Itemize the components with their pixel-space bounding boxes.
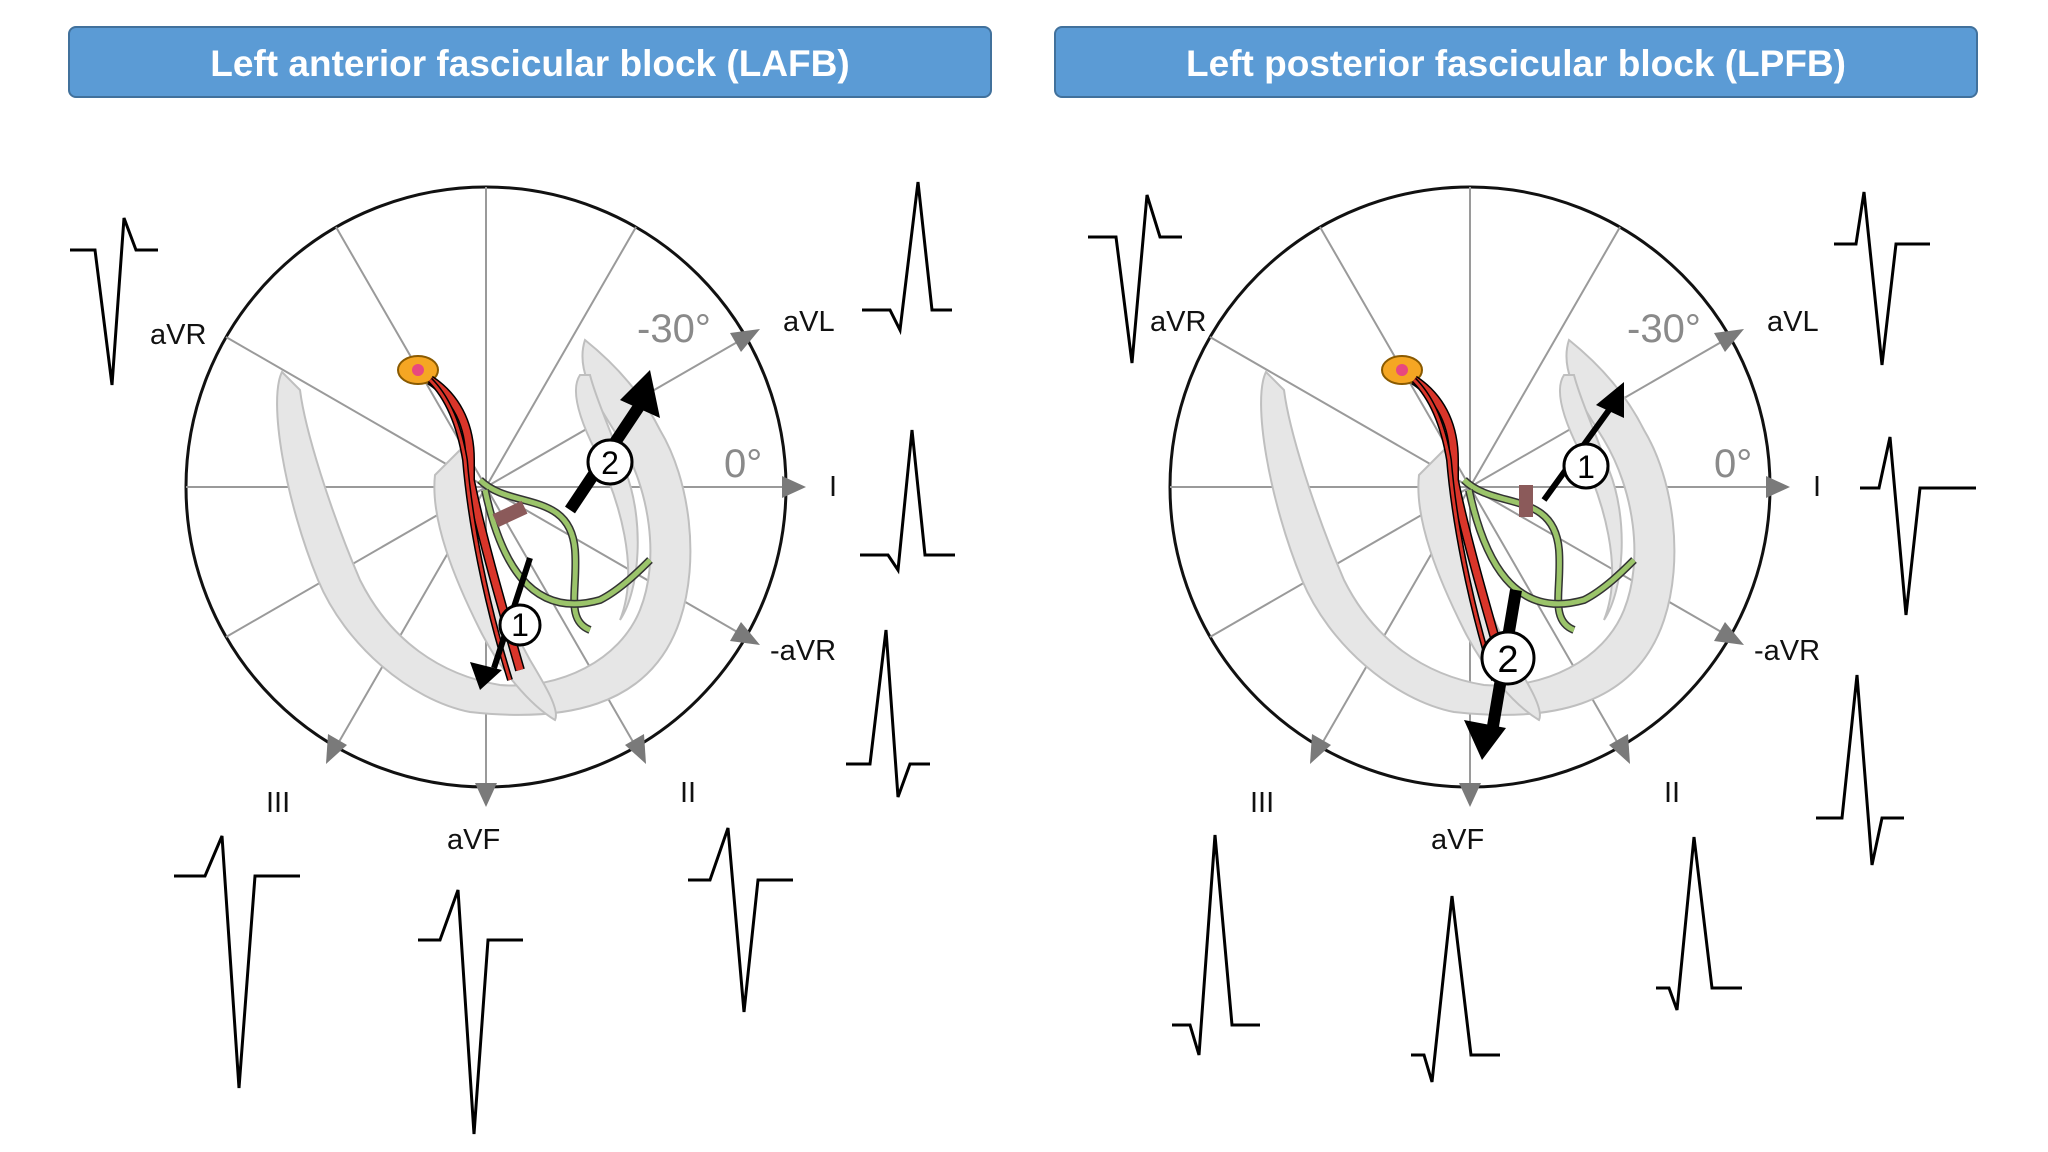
conduction-bundles xyxy=(427,375,653,681)
lead-label-minus-avr: -aVR xyxy=(1754,635,1820,667)
lead-label-minus-avr: -aVR xyxy=(770,635,836,667)
ecg-iii xyxy=(174,835,300,1089)
ecg-avl xyxy=(1834,191,1930,366)
ecg-i xyxy=(1860,436,1976,616)
ecg-avl xyxy=(862,181,952,336)
lafb-hexaxial-diagram: 1 2 -30° 0° aVR aVL I -aVR II aVF III xyxy=(70,181,955,1135)
lead-label-ii: II xyxy=(680,777,696,809)
ecg-minus-avr xyxy=(1816,674,1904,866)
lpfb-hexaxial-diagram: 1 2 -30° 0° aVR aVL I -aVR II aVF III xyxy=(1088,185,1976,1083)
lead-label-avr: aVR xyxy=(1150,306,1206,338)
lead-label-i: I xyxy=(1813,471,1821,503)
vector-1-label: 1 xyxy=(511,607,529,643)
activation-vector-1: 1 xyxy=(1541,382,1624,502)
panel-title-lafb: Left anterior fascicular block (LAFB) xyxy=(68,26,992,98)
sa-node-core xyxy=(1396,364,1408,376)
ecg-minus-avr xyxy=(846,629,930,798)
lead-label-avf: aVF xyxy=(1431,824,1484,856)
conduction-bundles xyxy=(1411,375,1637,681)
ecg-avr xyxy=(70,217,158,386)
vector-2-label: 2 xyxy=(1497,639,1518,681)
ecg-iii xyxy=(1172,834,1260,1056)
ecg-avf xyxy=(418,889,523,1135)
axis-arrowheads xyxy=(1310,329,1790,807)
panel-title-lpfb: Left posterior fascicular block (LPFB) xyxy=(1054,26,1978,98)
lead-label-avf: aVF xyxy=(447,824,500,856)
degree-label-0: 0° xyxy=(1714,442,1752,486)
vector-2-label: 2 xyxy=(601,445,619,481)
ecg-avf xyxy=(1411,895,1500,1083)
activation-vector-2: 2 xyxy=(565,370,660,514)
axis-arrowheads xyxy=(326,329,806,807)
ecg-ii xyxy=(1656,836,1742,1011)
ecg-traces xyxy=(1088,191,1976,1083)
lead-label-avr: aVR xyxy=(150,319,206,351)
degree-label-minus-30: -30° xyxy=(1627,307,1701,351)
vector-1-label: 1 xyxy=(1577,449,1595,485)
sa-node-core xyxy=(412,364,424,376)
ecg-ii xyxy=(688,827,793,1013)
lead-label-i: I xyxy=(829,471,837,503)
ecg-avr xyxy=(1088,194,1182,364)
degree-label-0: 0° xyxy=(724,442,762,486)
lead-label-ii: II xyxy=(1664,777,1680,809)
activation-vector-2: 2 xyxy=(1464,589,1536,760)
lead-label-iii: III xyxy=(1250,787,1274,819)
activation-vector-1: 1 xyxy=(470,557,542,690)
conduction-block-marker xyxy=(1519,485,1533,517)
lead-label-iii: III xyxy=(266,787,290,819)
ecg-i xyxy=(860,429,955,575)
lead-label-avl: aVL xyxy=(783,306,835,338)
degree-label-minus-30: -30° xyxy=(637,307,711,351)
conduction-block-marker xyxy=(492,500,528,528)
ecg-traces xyxy=(70,181,955,1135)
lead-label-avl: aVL xyxy=(1767,306,1819,338)
